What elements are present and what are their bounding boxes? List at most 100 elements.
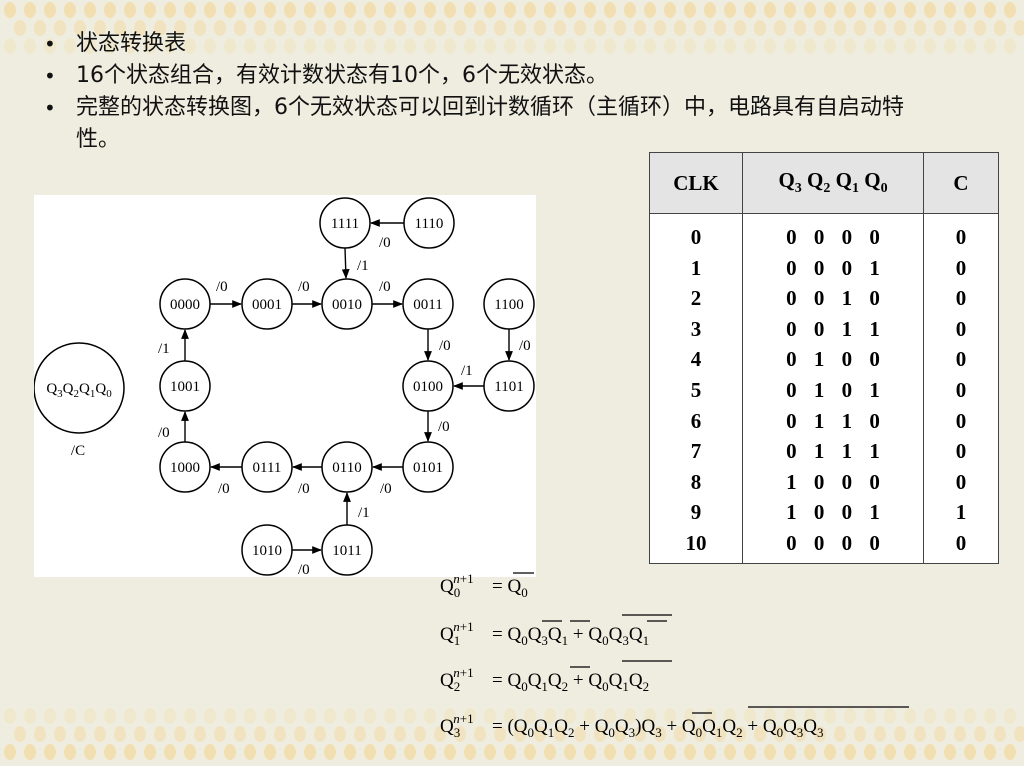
state-label: 1100 bbox=[494, 297, 523, 313]
decorative-dot bbox=[184, 744, 196, 760]
decorative-dot bbox=[264, 744, 276, 760]
state-label: 1010 bbox=[252, 543, 282, 559]
state-label: 0010 bbox=[332, 297, 362, 313]
state-label: 1001 bbox=[170, 379, 200, 395]
decorative-dot bbox=[994, 726, 1006, 742]
state-node: 1111 bbox=[319, 197, 371, 249]
state-node: 0001 bbox=[241, 278, 293, 330]
decorative-dot bbox=[14, 20, 26, 36]
decorative-dot bbox=[244, 744, 256, 760]
decorative-dot bbox=[1004, 38, 1016, 54]
decorative-dot bbox=[224, 2, 236, 18]
state-label: 1110 bbox=[415, 216, 444, 232]
transition-label: /0 bbox=[438, 419, 450, 435]
decorative-dot bbox=[944, 38, 956, 54]
transition-label: /0 bbox=[379, 279, 391, 295]
decorative-dot bbox=[204, 744, 216, 760]
decorative-dot bbox=[954, 20, 966, 36]
decorative-dot bbox=[144, 708, 156, 724]
state-node: 1011 bbox=[321, 524, 373, 576]
decorative-dot bbox=[404, 708, 416, 724]
decorative-dot bbox=[904, 2, 916, 18]
decorative-dot bbox=[114, 726, 126, 742]
decorative-dot bbox=[154, 726, 166, 742]
decorative-dot bbox=[274, 726, 286, 742]
decorative-dot bbox=[124, 708, 136, 724]
decorative-dot bbox=[924, 2, 936, 18]
decorative-dot bbox=[204, 708, 216, 724]
transition-label: /0 bbox=[298, 562, 310, 577]
transition-label: /0 bbox=[216, 279, 228, 295]
table-header-clk: CLK bbox=[649, 152, 743, 214]
state-label: 1011 bbox=[332, 543, 361, 559]
decorative-dot bbox=[64, 2, 76, 18]
decorative-dot bbox=[174, 726, 186, 742]
decorative-dot bbox=[24, 744, 36, 760]
decorative-dot bbox=[984, 38, 996, 54]
decorative-dot bbox=[4, 744, 16, 760]
decorative-dot bbox=[944, 2, 956, 18]
decorative-dot bbox=[4, 708, 16, 724]
decorative-dot bbox=[4, 38, 16, 54]
decorative-dot bbox=[264, 2, 276, 18]
decorative-dot bbox=[24, 708, 36, 724]
legend-state-circle bbox=[34, 342, 125, 434]
svg-text:= Q0Q1Q2 + Q0Q1Q2: = Q0Q1Q2 + Q0Q1Q2 bbox=[492, 670, 649, 694]
state-label: 1000 bbox=[170, 460, 200, 476]
state-label: 0100 bbox=[413, 379, 443, 395]
state-node: 1100 bbox=[483, 278, 535, 330]
decorative-dot bbox=[384, 2, 396, 18]
decorative-dot bbox=[384, 708, 396, 724]
svg-text:Q0n+1: Q0n+1 bbox=[440, 571, 474, 600]
decorative-dot bbox=[324, 708, 336, 724]
decorative-dot bbox=[124, 2, 136, 18]
decorative-dot bbox=[64, 744, 76, 760]
decorative-dot bbox=[84, 744, 96, 760]
equation-q1: Q1n+1 = Q0Q3Q1 + Q0Q3Q1 bbox=[440, 614, 672, 648]
bullet-item: 16个状态组合，有效计数状态有10个，6个无效状态。 bbox=[40, 60, 920, 92]
state-diagram-panel: Q3Q2Q1Q0 /C 1111 1110 0000 0001 0010 001… bbox=[34, 195, 536, 577]
decorative-dot bbox=[24, 2, 36, 18]
decorative-dot bbox=[484, 2, 496, 18]
decorative-dot bbox=[14, 726, 26, 742]
decorative-dot bbox=[104, 2, 116, 18]
decorative-dot bbox=[464, 2, 476, 18]
decorative-dot bbox=[744, 2, 756, 18]
next-state-equations: Q0n+1 = Q0 Q1n+1 = Q0Q3Q1 + Q0Q3Q1 Q2n+1… bbox=[434, 564, 994, 754]
decorative-dot bbox=[844, 2, 856, 18]
svg-text:= Q0: = Q0 bbox=[492, 576, 528, 600]
decorative-dot bbox=[104, 744, 116, 760]
decorative-dot bbox=[284, 708, 296, 724]
transition-label: /1 bbox=[358, 505, 370, 521]
decorative-dot bbox=[84, 708, 96, 724]
decorative-dot bbox=[324, 744, 336, 760]
svg-text:= (Q0Q1Q2 + Q0Q3)Q3 + Q0Q1Q2 +: = (Q0Q1Q2 + Q0Q3)Q3 + Q0Q1Q2 + Q0Q3Q3 bbox=[492, 716, 824, 740]
decorative-dot bbox=[884, 2, 896, 18]
state-node: 0011 bbox=[402, 278, 454, 330]
decorative-dot bbox=[184, 708, 196, 724]
state-label: 0011 bbox=[413, 297, 442, 313]
decorative-dot bbox=[214, 726, 226, 742]
decorative-dot bbox=[1004, 2, 1016, 18]
decorative-dot bbox=[194, 726, 206, 742]
decorative-dot bbox=[964, 38, 976, 54]
decorative-dot bbox=[24, 38, 36, 54]
decorative-dot bbox=[64, 708, 76, 724]
decorative-dot bbox=[164, 744, 176, 760]
decorative-dot bbox=[54, 726, 66, 742]
transition-label: /0 bbox=[519, 338, 531, 354]
state-node: 0000 bbox=[159, 278, 211, 330]
decorative-dot bbox=[824, 2, 836, 18]
decorative-dot bbox=[404, 744, 416, 760]
decorative-dot bbox=[784, 2, 796, 18]
decorative-dot bbox=[644, 2, 656, 18]
legend-output-label: /C bbox=[71, 443, 85, 459]
decorative-dot bbox=[684, 2, 696, 18]
decorative-dot bbox=[234, 726, 246, 742]
decorative-dot bbox=[984, 2, 996, 18]
